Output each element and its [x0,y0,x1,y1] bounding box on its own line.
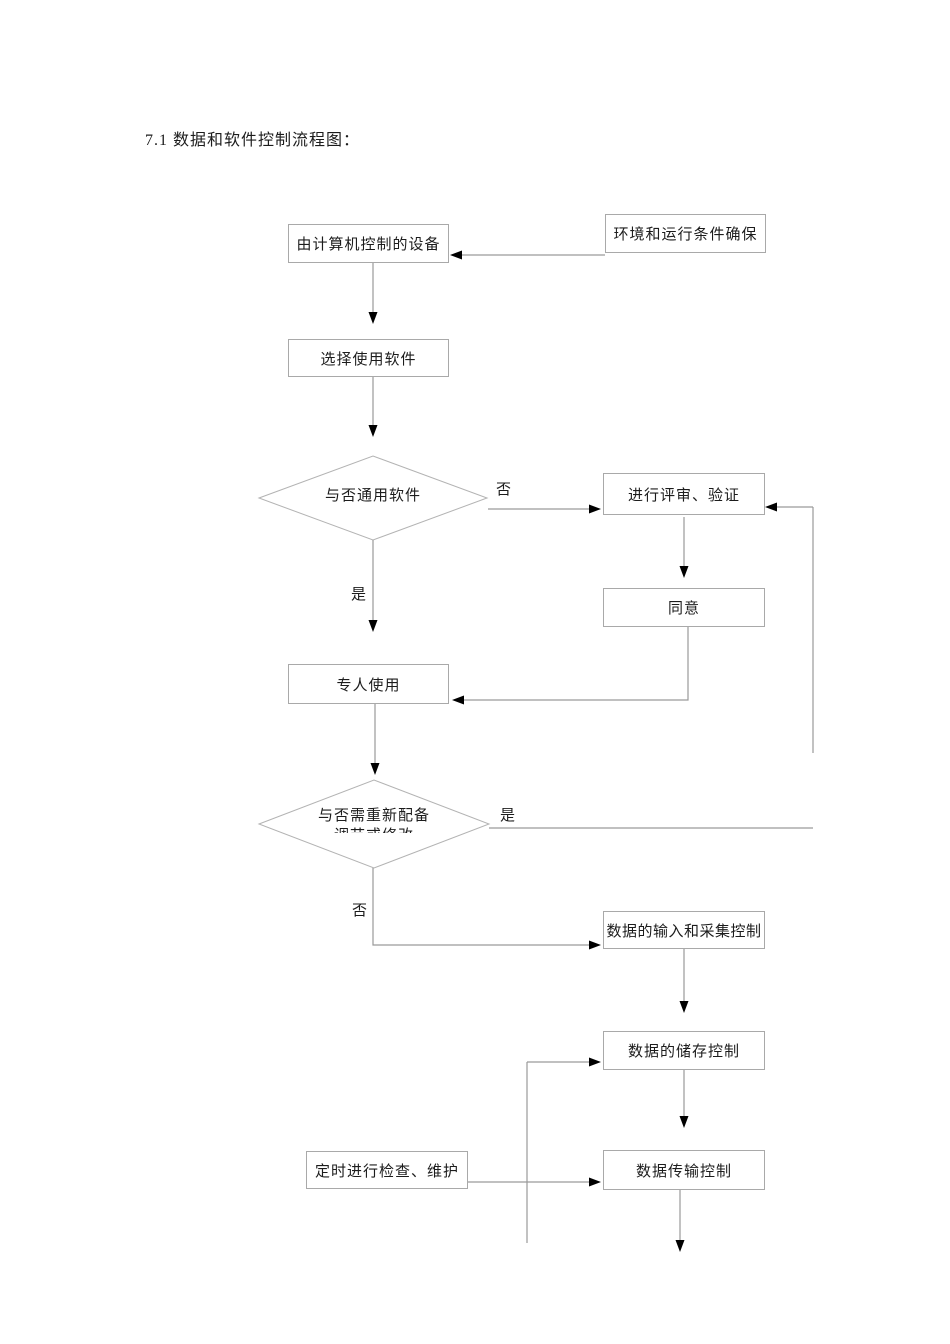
node-select-software-label: 选择使用软件 [320,351,417,368]
edge-branch-to-data-storage [526,1057,601,1243]
decision-need-reconfigure-label-line1: 与否需重新配备 [317,808,430,824]
edge-data-transmission-continuation [675,1190,685,1252]
node-review-verify-label: 进行评审、验证 [627,487,740,504]
node-computer-equipment-label: 由计算机控制的设备 [296,237,441,253]
node-select-software: 选择使用软件 [288,339,449,377]
node-review-verify: 进行评审、验证 [603,473,765,515]
node-data-storage: 数据的储存控制 [603,1031,765,1070]
node-data-transmission: 数据传输控制 [603,1150,765,1190]
node-agree-label: 同意 [667,601,700,617]
edge-environment-to-computer-equipment [450,250,605,260]
edge-dedicated-use-to-decision2 [370,704,380,775]
edge-select-software-to-decision1 [368,377,378,437]
edge-label-yes-1: 是 [351,587,367,603]
edge-label-no-2: 否 [352,903,368,919]
node-scheduled-check-label: 定时进行检查、维护 [314,1163,459,1180]
edge-scheduled-check-to-data-transmission [468,1177,601,1187]
edge-data-storage-to-data-transmission [679,1070,689,1128]
edge-review-to-agree [679,517,689,578]
edge-data-input-to-data-storage [679,949,689,1013]
node-data-storage-label: 数据的储存控制 [627,1044,740,1060]
node-data-transmission-label: 数据传输控制 [635,1163,732,1180]
decision-need-reconfigure-diamond [257,779,491,869]
decision-need-reconfigure-label-line2: 调节或修改 [274,826,474,833]
decision-general-software-diamond [257,455,489,541]
node-scheduled-check: 定时进行检查、维护 [306,1151,468,1189]
decision-general-software-label: 与否通用软件 [324,488,421,504]
edge-computer-equipment-to-select-software [368,263,378,324]
page-title: 7.1 数据和软件控制流程图： [145,132,361,149]
node-data-input: 数据的输入和采集控制 [603,911,765,949]
edge-agree-to-dedicated-use [452,627,689,705]
decision-need-reconfigure-label: 与否需重新配备 调节或修改 [274,806,474,833]
node-dedicated-use: 专人使用 [288,664,449,704]
node-environment: 环境和运行条件确保 [605,214,766,253]
node-computer-equipment: 由计算机控制的设备 [288,224,449,263]
node-dedicated-use-label: 专人使用 [336,677,401,694]
edge-label-no-1: 否 [496,482,512,498]
edge-label-yes-2: 是 [500,808,516,824]
node-data-input-label: 数据的输入和采集控制 [606,923,762,940]
edge-feedback-loop-to-review [765,502,814,753]
node-environment-label: 环境和运行条件确保 [613,227,758,243]
edge-decision1-no-to-review [488,504,601,514]
edge-decision2-no-to-data-input [372,868,601,950]
node-agree: 同意 [603,588,765,627]
edge-decision1-yes-to-dedicated-use [368,540,378,632]
